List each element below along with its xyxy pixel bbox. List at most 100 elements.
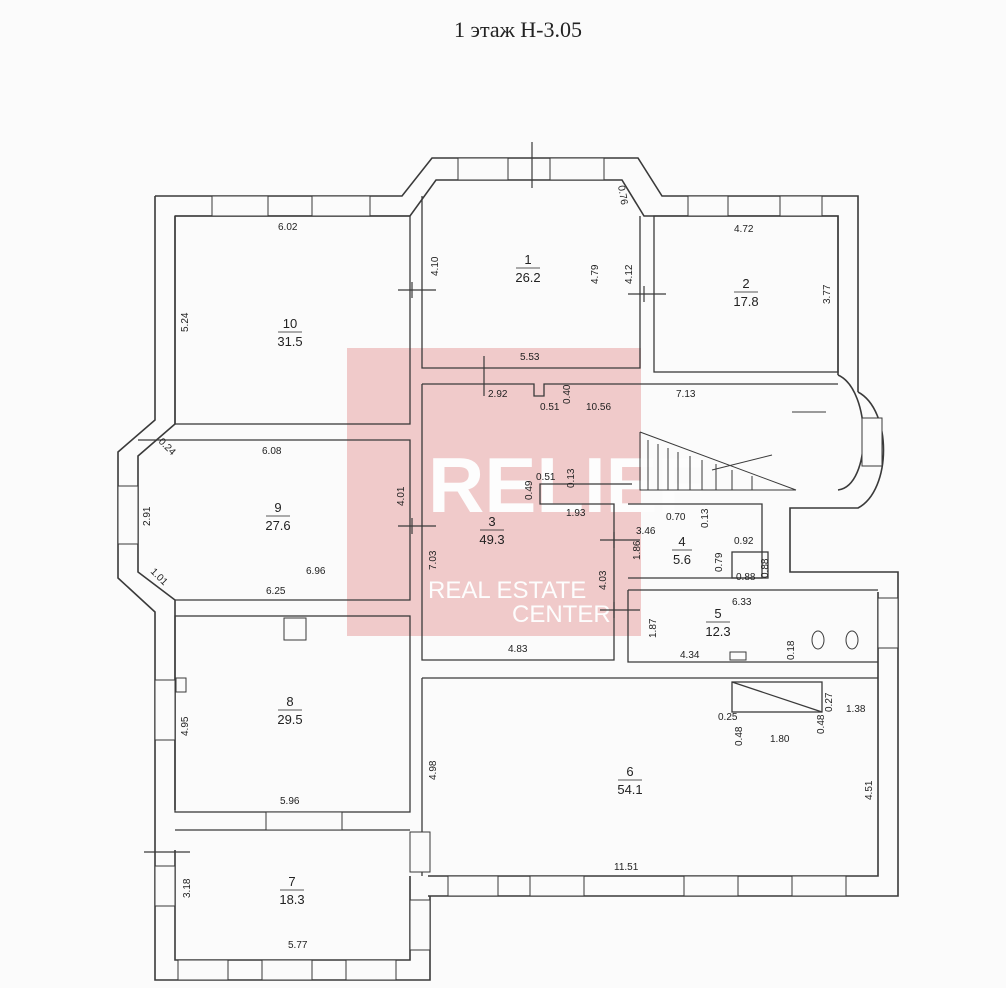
svg-text:12.3: 12.3: [705, 624, 730, 639]
dimension-label: 5.96: [280, 796, 300, 807]
window: [154, 865, 176, 907]
fixtures: [175, 617, 859, 693]
vent-fixture: [175, 677, 187, 693]
dimension-label: 0.51: [540, 402, 560, 413]
windows: [117, 157, 899, 981]
dimension-label: 0.76: [615, 185, 629, 207]
dimension-label: 1.01: [148, 566, 170, 588]
dimension-label: 7.13: [676, 389, 696, 400]
dimension-label: 5.53: [520, 352, 540, 363]
dimension-label: 1.38: [846, 704, 866, 715]
window: [409, 899, 431, 951]
room-1-label: 126.2: [515, 252, 540, 285]
column-fixture: [283, 617, 307, 641]
svg-text:54.1: 54.1: [617, 782, 642, 797]
room-labels: 126.2 217.8 349.3 45.6 512.3 654.1 718.3…: [265, 252, 758, 907]
dimension-label: 0.18: [786, 640, 797, 660]
svg-text:17.8: 17.8: [733, 294, 758, 309]
room-5-label: 512.3: [705, 606, 730, 639]
dimension-label: 4.51: [864, 780, 875, 800]
window: [409, 831, 431, 873]
svg-text:26.2: 26.2: [515, 270, 540, 285]
svg-text:8: 8: [286, 694, 293, 709]
dimension-label: 11.51: [614, 862, 639, 873]
window: [457, 157, 509, 181]
window: [549, 157, 605, 181]
dimension-label: 0.79: [714, 552, 725, 572]
watermark-brand: RELIEF: [428, 441, 705, 529]
svg-text:3: 3: [488, 514, 495, 529]
window: [154, 679, 176, 741]
watermark-line2: CENTER: [512, 601, 611, 628]
dimension-label: 4.79: [590, 264, 601, 284]
dimension-label: 4.95: [180, 716, 191, 736]
window: [211, 195, 269, 217]
dimension-label: 4.98: [428, 760, 439, 780]
dimension-label: 0.51: [536, 472, 556, 483]
svg-text:31.5: 31.5: [277, 334, 302, 349]
window: [791, 875, 847, 897]
window: [877, 597, 899, 649]
svg-text:5.6: 5.6: [673, 552, 691, 567]
dimension-label: 4.01: [396, 486, 407, 506]
svg-text:18.3: 18.3: [279, 892, 304, 907]
dimension-label: 0.88: [760, 558, 771, 578]
staircase: [639, 411, 826, 491]
dimension-label: 3.46: [636, 526, 656, 537]
dimension-label: 6.08: [262, 446, 282, 457]
dimension-label: 0.13: [566, 468, 577, 488]
svg-text:7: 7: [288, 874, 295, 889]
window: [265, 811, 343, 831]
dimension-label: 0.49: [524, 480, 535, 500]
dimension-label: 0.48: [816, 714, 827, 734]
window: [447, 875, 499, 897]
toilet-icon: [811, 630, 825, 650]
window: [345, 959, 397, 981]
room-8-label: 829.5: [277, 694, 302, 727]
window: [779, 195, 823, 217]
window: [261, 959, 313, 981]
dimension-label: 4.10: [430, 256, 441, 276]
dimension-label: 6.96: [306, 566, 326, 577]
dimension-label: 0.25: [718, 712, 738, 723]
room-7-label: 718.3: [279, 874, 304, 907]
svg-text:6: 6: [626, 764, 633, 779]
svg-text:5: 5: [714, 606, 721, 621]
room-10-label: 10 31.5: [277, 316, 302, 349]
dimension-label: 4.34: [680, 650, 700, 661]
room-3-label: 349.3: [479, 514, 504, 547]
door-marks: [144, 142, 666, 853]
dimension-label: 5.24: [180, 312, 191, 332]
dimension-label: 0.13: [700, 508, 711, 528]
dimension-label: 5.77: [288, 940, 308, 951]
dimension-label: 0.92: [734, 536, 754, 547]
dimension-label: 4.83: [508, 644, 528, 655]
room-2-label: 217.8: [733, 276, 758, 309]
dimension-label: 6.25: [266, 586, 286, 597]
window: [861, 417, 883, 467]
window: [117, 485, 139, 545]
dimension-label: 3.18: [182, 878, 193, 898]
dimension-label: 0.27: [824, 692, 835, 712]
window: [529, 875, 585, 897]
room-6-label: 654.1: [617, 764, 642, 797]
window: [177, 959, 229, 981]
dimension-label: 1.87: [648, 618, 659, 638]
room-4-label: 45.6: [672, 534, 692, 567]
window: [687, 195, 729, 217]
dimension-label: 3.77: [822, 284, 833, 304]
window: [683, 875, 739, 897]
dimension-label: 1.93: [566, 508, 586, 519]
svg-text:10: 10: [283, 316, 297, 331]
svg-text:49.3: 49.3: [479, 532, 504, 547]
dimension-label: 10.56: [586, 402, 611, 413]
dimension-label: 2.92: [488, 389, 508, 400]
svg-text:4: 4: [678, 534, 685, 549]
radiator-fixture: [729, 651, 747, 661]
dimension-label: 2.91: [142, 506, 153, 526]
window: [311, 195, 371, 217]
sink-icon: [845, 630, 859, 650]
dimension-label: 1.86: [632, 540, 643, 560]
room-9-label: 927.6: [265, 500, 290, 533]
